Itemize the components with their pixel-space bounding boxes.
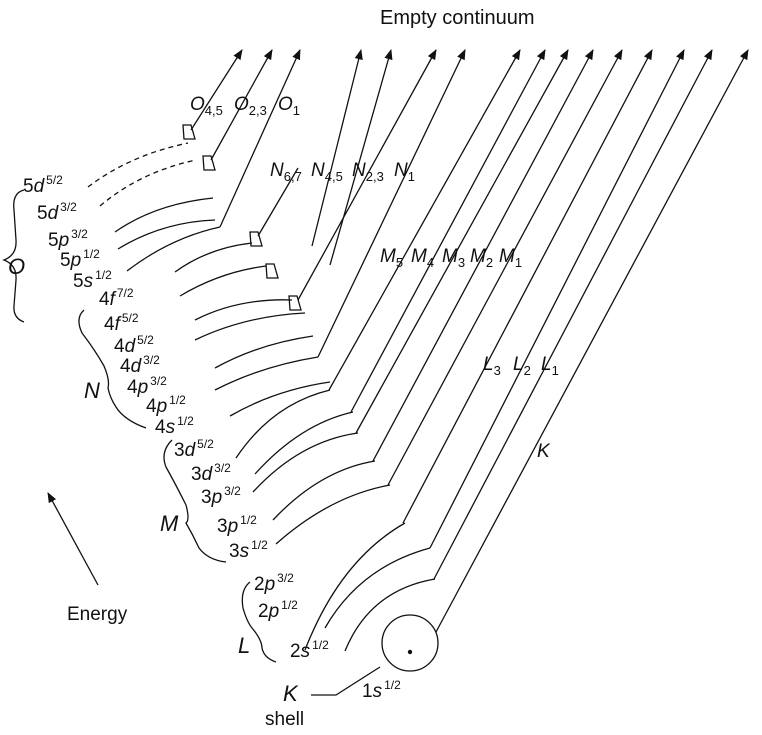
line-L1 [433, 49, 713, 580]
line-M3 [355, 49, 569, 434]
edge-label-L3: L3 [483, 354, 501, 378]
brace-L [241, 581, 277, 663]
arc-4d52 [194, 299, 293, 321]
flag-5p [202, 155, 216, 171]
line-N1 [317, 49, 466, 358]
arc-2p12 [324, 547, 431, 629]
edge-label-L1: L1 [541, 354, 559, 378]
edge-label-O1: O1 [278, 94, 300, 118]
shell-letter-L: L [238, 633, 250, 658]
shell-letter-M: M [160, 511, 179, 536]
edge-label-N23: N2,3 [352, 160, 384, 184]
edge-label-M5: M5 [380, 246, 403, 270]
arc-5p12 [117, 219, 216, 250]
edge-label-M4: M4 [411, 246, 434, 270]
line-L3 [402, 49, 653, 524]
edge-label-M2: M2 [470, 246, 493, 270]
k-shell-leader [311, 666, 381, 696]
line-M2 [372, 49, 594, 462]
line-O45 [190, 49, 243, 131]
line-M4 [350, 49, 546, 413]
line-N67 [257, 167, 299, 237]
edge-label-O45: O4,5 [190, 94, 223, 118]
flag-5d [182, 124, 196, 140]
line-N23 [329, 48, 393, 266]
k-continuum-line [435, 49, 749, 633]
line-L2 [429, 49, 685, 549]
line-M1 [387, 49, 623, 486]
energy-label: Energy [67, 604, 128, 625]
arc-4p32 [214, 335, 314, 369]
arc-4f72 [174, 242, 253, 273]
arc-2s12 [344, 578, 436, 652]
flag-4f [249, 231, 263, 247]
arc-3s12 [275, 484, 391, 545]
brace-N [78, 309, 147, 429]
brace-M [163, 439, 227, 563]
brace-O [2, 189, 25, 323]
arc-4s12 [229, 381, 331, 417]
k-shell-letter: K [283, 681, 299, 706]
edge-label-N45: N4,5 [311, 160, 343, 184]
line-N45 [311, 48, 363, 247]
arc-4f52 [179, 265, 267, 297]
edge-label-N67: N6,7 [270, 160, 302, 184]
arc-3d52 [235, 389, 331, 459]
nucleus-dot [407, 649, 413, 655]
edge-label-N1: N1 [394, 160, 415, 184]
energy-arrow [47, 492, 99, 586]
flag-4p [288, 295, 302, 311]
k-shell-word: shell [265, 709, 304, 730]
edge-label-M3: M3 [442, 246, 465, 270]
arc-5d32 [99, 159, 197, 207]
diagram-title: Empty continuum [380, 7, 535, 29]
arc-2p32 [304, 522, 406, 651]
arc-4d32 [194, 312, 306, 341]
arc-3d32 [254, 411, 354, 475]
line-O1 [219, 49, 301, 228]
arc-3p32 [252, 432, 359, 493]
shell-letter-N: N [84, 378, 100, 403]
arc-5s12 [126, 226, 221, 272]
arc-5p32 [114, 197, 214, 233]
line-O23 [210, 49, 273, 161]
arc-5d52 [87, 142, 189, 188]
k-shell-circle [381, 614, 439, 672]
edge-label-L2: L2 [513, 354, 531, 378]
edge-label-M1: M1 [499, 246, 522, 270]
edge-label-K: K [537, 441, 551, 462]
line-M5 [328, 49, 521, 391]
shell-letter-O: O [8, 254, 25, 279]
line-N1b [297, 49, 437, 301]
arc-4p12 [214, 356, 319, 391]
flag-4d [265, 263, 279, 279]
arc-3p12 [272, 460, 376, 521]
edge-label-O23: O2,3 [234, 94, 267, 118]
